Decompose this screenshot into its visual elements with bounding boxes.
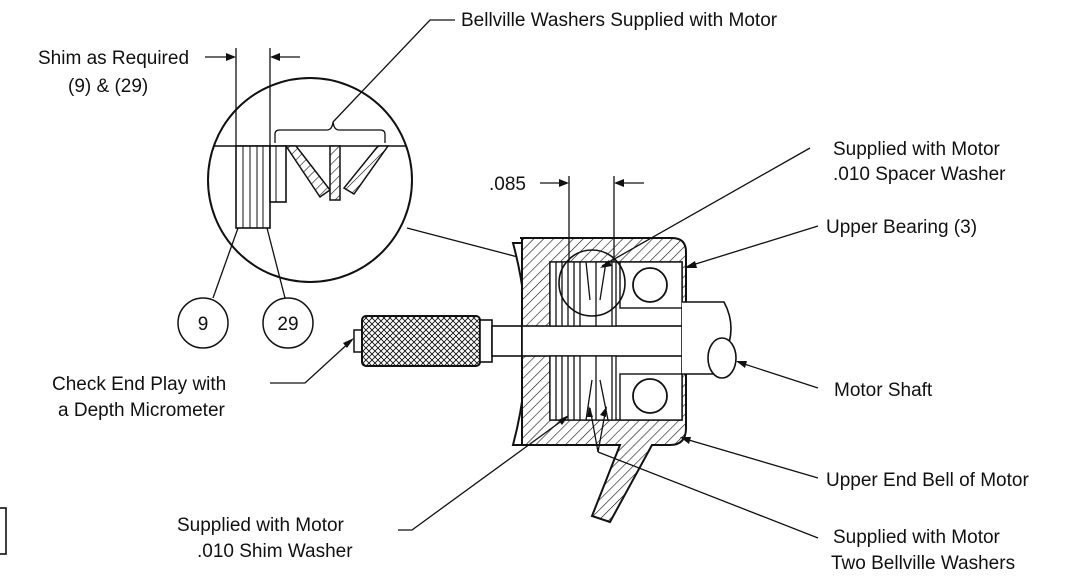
spacer-washer-leader <box>601 147 811 267</box>
label-motor-shaft: Motor Shaft <box>834 380 933 401</box>
shim-dimension <box>205 48 300 146</box>
two-bellville-leader <box>587 406 819 539</box>
washer-stack-top <box>549 261 617 327</box>
shim-washer-leader <box>398 416 568 531</box>
border-fragment <box>0 507 7 555</box>
label-dim-085: .085 <box>489 174 526 195</box>
label-end-play-line1: Check End Play with <box>52 374 226 395</box>
callout-9 <box>177 227 239 349</box>
bellville-top-leader <box>332 19 455 123</box>
spacer-29 <box>269 145 287 203</box>
label-spacer-line1: Supplied with Motor <box>833 139 1001 160</box>
upper-bearing-leader <box>685 225 819 268</box>
label-two-bellville-line2: Two Bellville Washers <box>831 553 1015 573</box>
label-shim-washer-line2: .010 Shim Washer <box>197 541 353 562</box>
bearing-ball-bottom <box>632 378 668 414</box>
motor-shaft <box>682 301 737 379</box>
label-shim-line1: Shim as Required <box>38 48 189 69</box>
depth-micrometer <box>353 315 523 367</box>
bearing-ball-top <box>632 267 668 303</box>
upper-end-bell <box>520 237 687 524</box>
label-end-play-line2: a Depth Micrometer <box>58 400 226 421</box>
bellville-washer-right <box>342 145 390 196</box>
micrometer-leader <box>270 339 353 384</box>
label-upper-bearing: Upper Bearing (3) <box>826 217 977 238</box>
label-end-bell: Upper End Bell of Motor <box>826 470 1029 491</box>
motor-shaft-leader <box>737 361 819 389</box>
callout-29 <box>262 227 314 349</box>
callout-9-label: 9 <box>198 314 209 335</box>
label-spacer-line2: .010 Spacer Washer <box>833 164 1006 185</box>
label-shim-line2: (9) & (29) <box>68 76 148 97</box>
label-two-bellville-line1: Supplied with Motor <box>833 527 1001 548</box>
label-shim-washer-line1: Supplied with Motor <box>177 515 345 536</box>
label-bellville-top: Bellville Washers Supplied with Motor <box>461 10 778 31</box>
callout-29-label: 29 <box>277 314 298 335</box>
end-bell-leader <box>681 437 819 479</box>
shim-stack-9 <box>235 145 271 229</box>
detail-magnifier <box>207 77 413 283</box>
spacer-washer-detail <box>329 145 341 201</box>
detail-reference-circle <box>558 249 626 317</box>
dimension-085 <box>540 176 644 262</box>
